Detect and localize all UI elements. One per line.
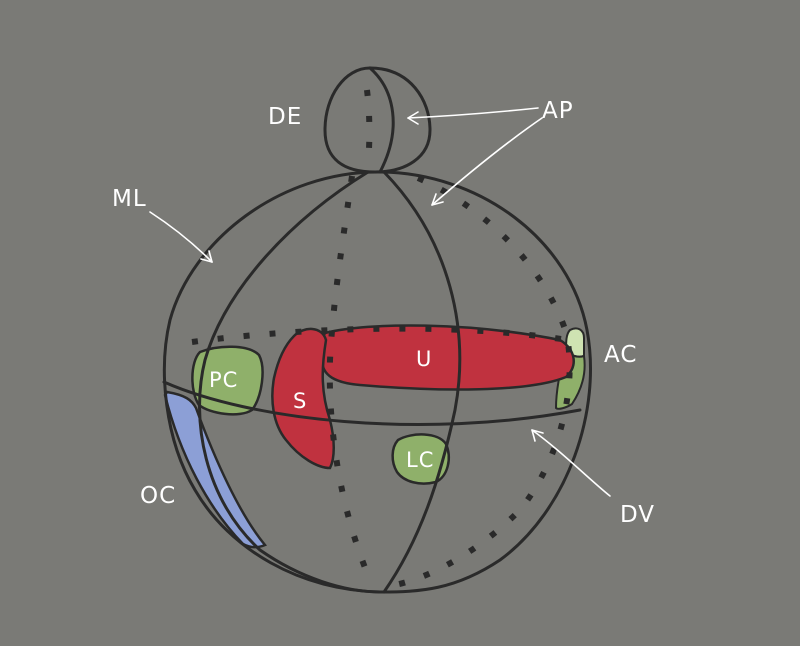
u-region (320, 324, 575, 391)
dotted-meridian-right (394, 175, 573, 588)
dotted-de-center (364, 89, 373, 166)
ap-arrows (407, 107, 543, 206)
s-region (271, 327, 335, 470)
dv-arrow (531, 429, 611, 497)
label-de: DE (268, 104, 302, 130)
meridian-side (198, 170, 382, 594)
de-sphere (323, 66, 432, 174)
label-u: U (416, 347, 432, 371)
dotted-meridian-back (326, 175, 375, 587)
label-ap: AP (542, 98, 574, 124)
meridian-front (382, 170, 462, 594)
de-meridian (368, 66, 395, 174)
ml-arrow (149, 211, 213, 263)
label-pc: PC (209, 368, 238, 392)
label-ac: AC (604, 342, 637, 368)
label-lc: LC (406, 448, 434, 472)
label-s: S (293, 389, 307, 413)
equator-front (162, 380, 582, 427)
label-ml: ML (112, 186, 147, 212)
label-dv: DV (620, 502, 655, 528)
label-oc: OC (140, 483, 176, 509)
oc-region (163, 390, 268, 549)
